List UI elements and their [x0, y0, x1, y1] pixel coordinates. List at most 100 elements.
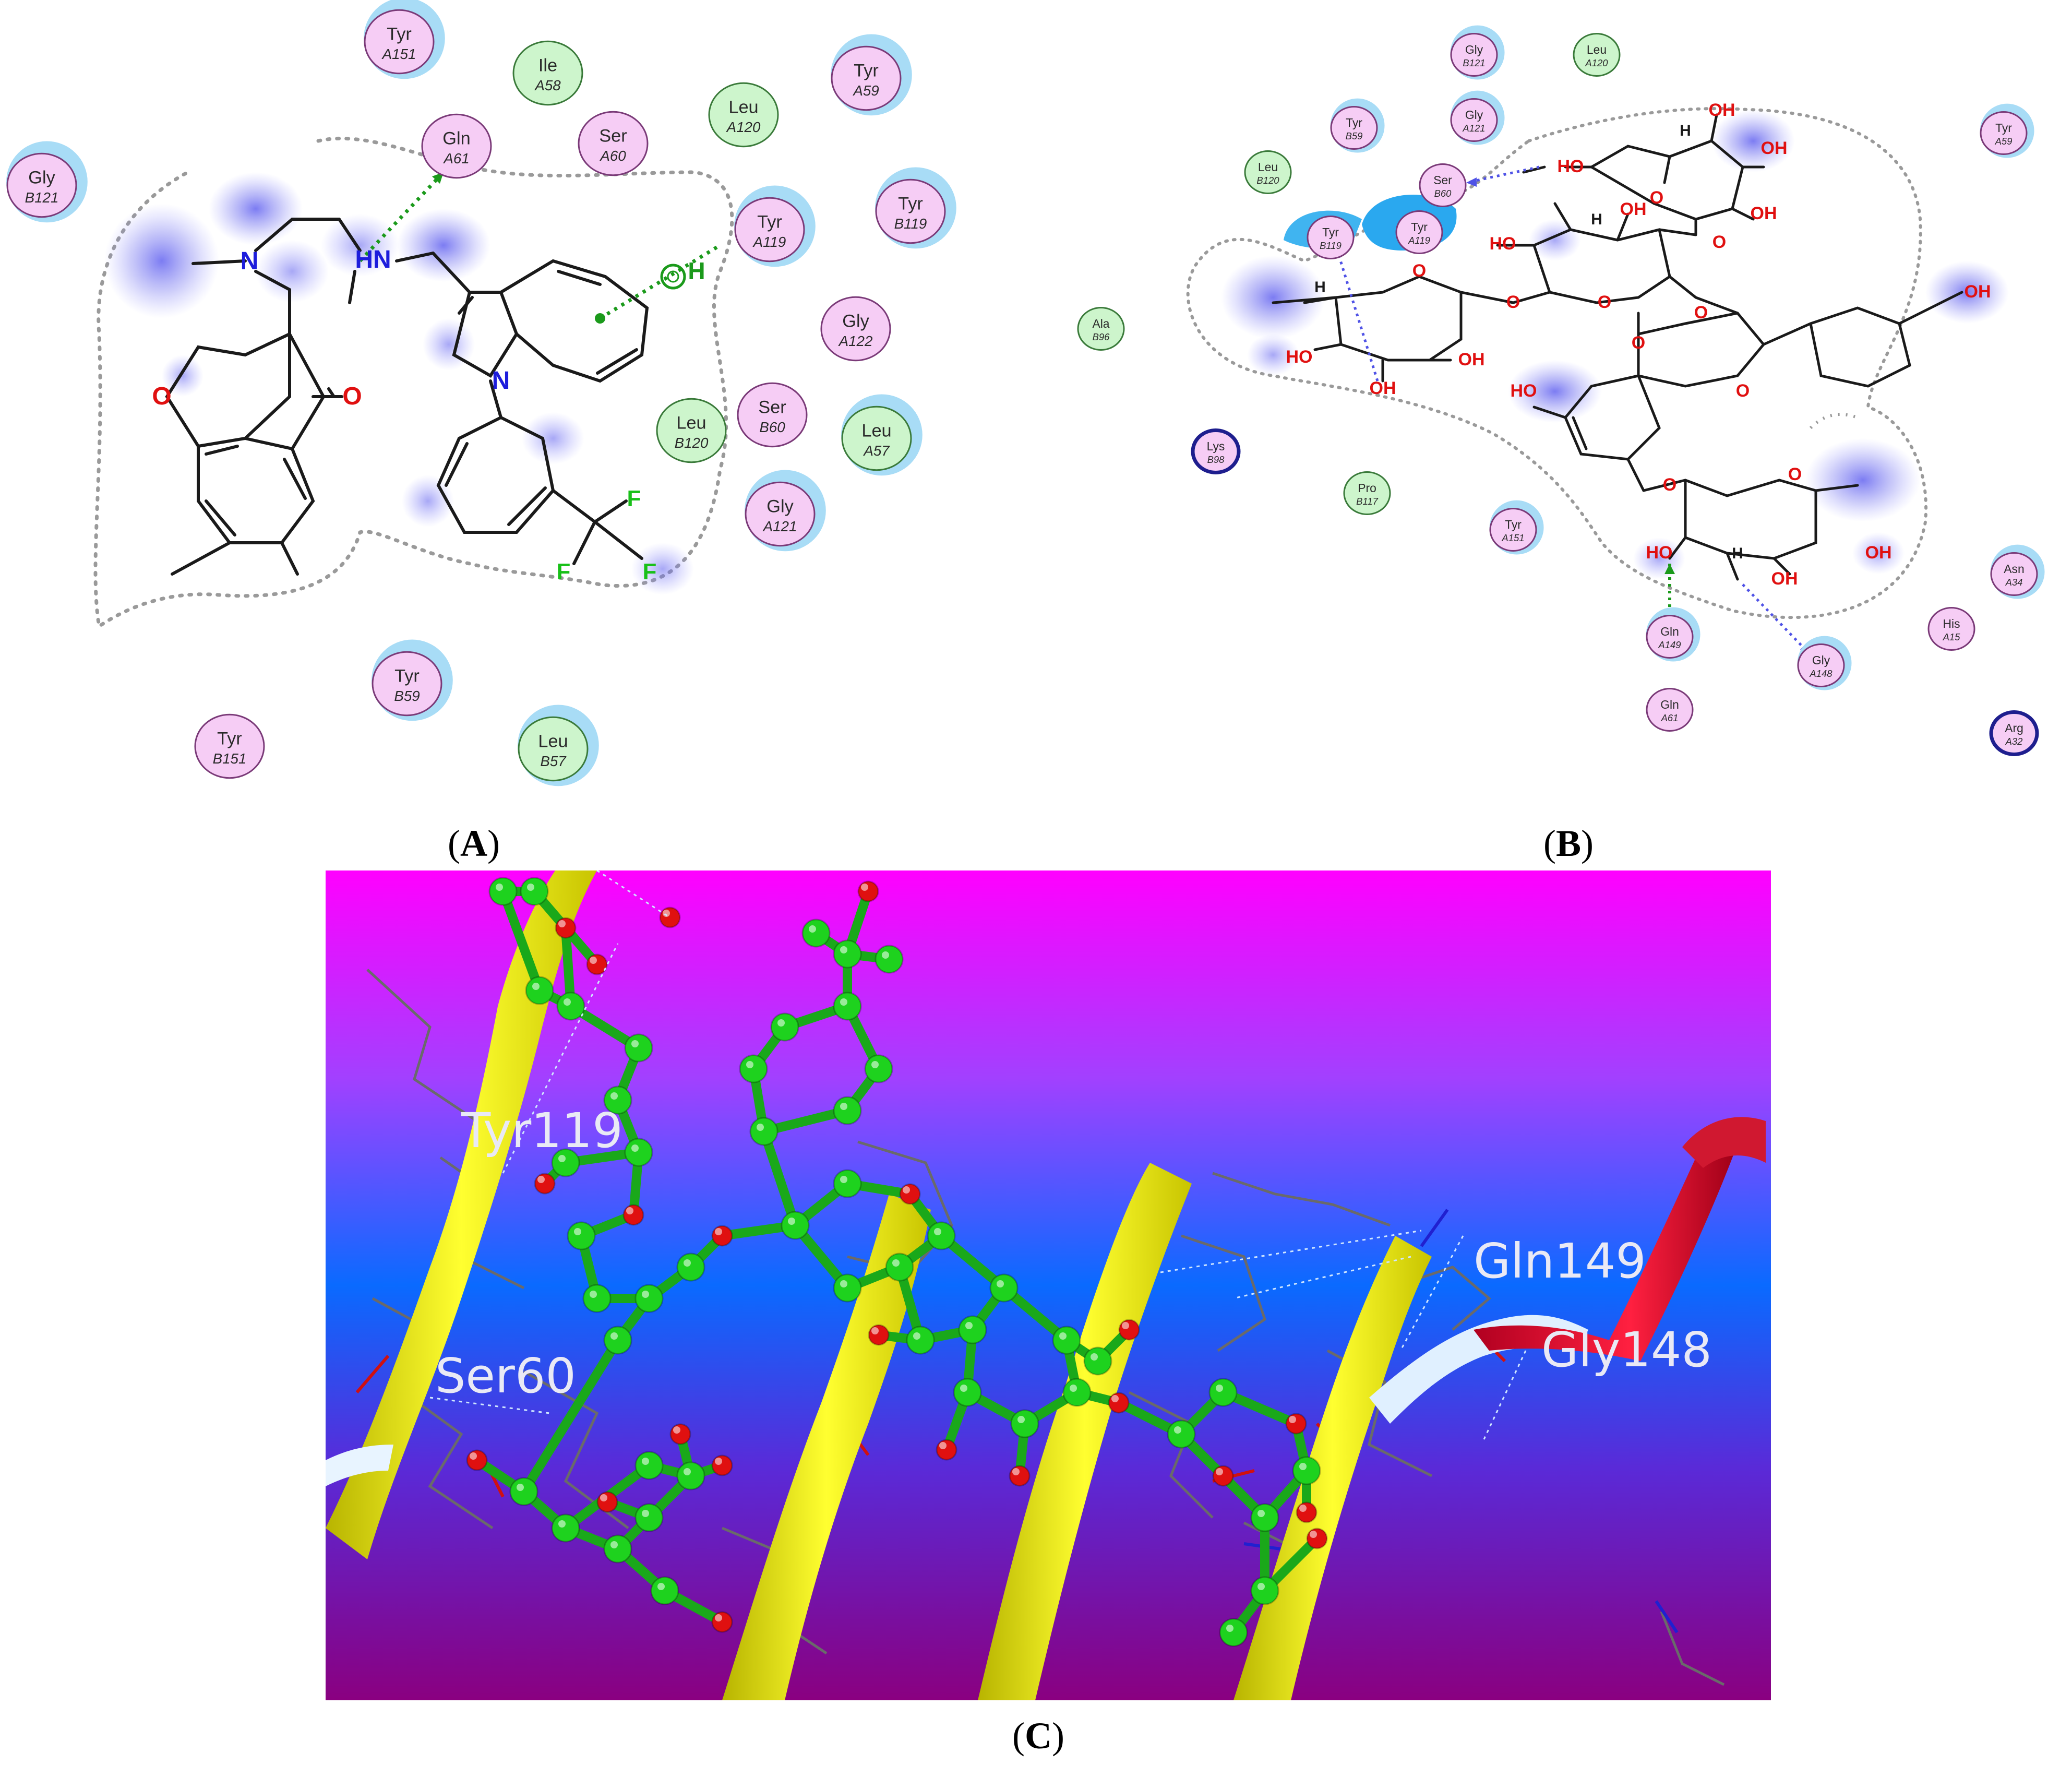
atom-highlight — [913, 1332, 920, 1340]
residue-name: Gly — [28, 168, 55, 188]
atom-highlight — [496, 884, 503, 891]
panel-c-hbond-lines — [429, 870, 1527, 1440]
atom-highlight — [1122, 1322, 1129, 1329]
residue-name: Tyr — [217, 729, 242, 749]
atom-highlight — [610, 1332, 618, 1340]
residue-chain: A151 — [381, 46, 416, 62]
atom-highlight — [631, 1040, 639, 1047]
carbon-atom — [739, 1054, 768, 1083]
atom-highlight — [590, 1291, 597, 1298]
oxygen-atom — [1118, 1319, 1140, 1341]
panel-b-hbond-ser-b60 — [1466, 165, 1540, 184]
carbon-atom — [833, 1273, 862, 1303]
residue-chain: A15 — [1943, 631, 1961, 642]
residue-chain: A32 — [2005, 736, 2023, 747]
carbon-atom — [650, 1576, 679, 1605]
residue-chain: B120 — [1256, 175, 1279, 186]
carbon-atom — [582, 1284, 612, 1313]
panel-c-ribbons — [326, 870, 1766, 1700]
oxygen-atom — [1306, 1528, 1328, 1549]
residue-chain: A119 — [1408, 235, 1430, 246]
atom-highlight — [809, 925, 816, 933]
residue-chain: A149 — [1658, 639, 1681, 650]
atom-f2: F — [557, 559, 571, 585]
carbon-atom — [603, 1086, 632, 1115]
oxygen-atom — [555, 917, 577, 939]
residue-name: Leu — [676, 413, 706, 433]
residue-name: Tyr — [387, 25, 412, 44]
ligand-bond — [519, 1335, 622, 1496]
atom-highlight — [663, 910, 670, 917]
ligand-bond — [999, 1283, 1071, 1345]
residue-name: Ile — [538, 56, 557, 76]
residue-name: Tyr — [1505, 518, 1522, 531]
atom-highlight — [590, 957, 597, 964]
residue-chain: A61 — [1661, 712, 1679, 723]
atom-highlight — [1257, 1583, 1265, 1590]
residue-chain: A121 — [1462, 123, 1485, 134]
residue-chain: B60 — [759, 419, 785, 435]
panel-b-pocket-outline — [1186, 107, 1928, 619]
residue-chain: B119 — [1320, 240, 1342, 251]
residue-name: Gln — [1660, 698, 1679, 711]
atom-highlight — [600, 1494, 607, 1501]
atom-highlight — [1299, 1505, 1307, 1512]
residue-chain: A59 — [852, 82, 879, 99]
carbon-atom — [864, 1054, 893, 1083]
oxygen-atom — [711, 1225, 733, 1247]
oxygen-atom — [936, 1439, 957, 1461]
carbon-atom — [1292, 1456, 1321, 1485]
carbon-atom — [603, 1534, 632, 1564]
residue-name: Gly — [1465, 108, 1483, 122]
carbon-atom — [603, 1326, 632, 1355]
oxygen-atom — [857, 880, 879, 902]
atom-highlight — [871, 1327, 879, 1334]
residue-chain: B57 — [540, 753, 567, 769]
atom-highlight — [537, 1176, 545, 1183]
oxygen-atom — [586, 953, 608, 975]
atom-highlight — [777, 1019, 785, 1027]
carbon-atom — [770, 1012, 799, 1042]
atom-highlight — [574, 1228, 581, 1235]
carbon-atom — [953, 1378, 982, 1407]
carbon-atom — [624, 1138, 653, 1167]
atom-oh-7: OH — [1965, 282, 1991, 302]
atom-f1: F — [627, 486, 641, 511]
atom-oh-8: OH — [1865, 543, 1892, 563]
carbon-atom — [624, 1033, 653, 1063]
carbon-atom — [958, 1315, 987, 1344]
panel-c-ligand-ball-and-stick — [466, 877, 1328, 1647]
panel-c-3d-view: Tyr119 Ser60 Gln149 Gly148 — [326, 870, 1771, 1700]
atom-highlight — [871, 1061, 879, 1068]
residue-name: Leu — [538, 732, 568, 752]
atom-highlight — [558, 1155, 566, 1162]
panel-a-ligand — [165, 218, 649, 576]
carbon-atom — [833, 992, 862, 1021]
atom-highlight — [997, 1280, 1004, 1287]
residue-chain: B119 — [894, 216, 927, 232]
residue-chain: B120 — [675, 435, 709, 451]
carbon-atom — [1208, 1378, 1238, 1407]
residue-name: Gly — [1465, 43, 1483, 56]
atom-highlight — [642, 1458, 649, 1465]
residue-name: Tyr — [1995, 121, 2012, 135]
residue-chain: A119 — [752, 234, 786, 250]
ligand-bond — [498, 887, 544, 995]
residue-name: Tyr — [898, 194, 923, 214]
panel-a-pi-h-tyr-a119 — [599, 244, 721, 320]
carbon-atom — [1167, 1420, 1196, 1449]
